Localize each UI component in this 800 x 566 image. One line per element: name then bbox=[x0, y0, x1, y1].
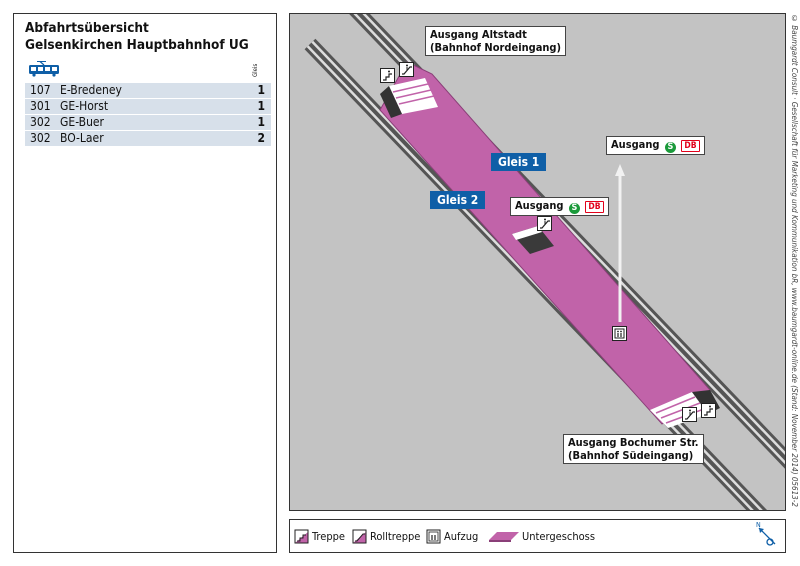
legend: Treppe Rolltreppe Aufzug Untergeschoss N bbox=[289, 519, 786, 553]
title-line-1: Abfahrtsübersicht bbox=[25, 20, 149, 36]
departure-table: 107 E-Bredeney 1 301 GE-Horst 1 302 GE-B… bbox=[25, 82, 271, 147]
exit-label: Ausgang bbox=[515, 199, 564, 212]
table-row: 301 GE-Horst 1 bbox=[25, 99, 271, 114]
escalator-icon bbox=[537, 216, 552, 231]
legend-underground: Untergeschoss bbox=[489, 529, 595, 544]
platform-number: 1 bbox=[249, 115, 271, 130]
line-number: 107 bbox=[25, 83, 56, 98]
exit-db-east-callout: Ausgang S DB bbox=[606, 136, 705, 155]
exit-south-line1: Ausgang Bochumer Str. bbox=[568, 436, 699, 449]
db-logo-icon: DB bbox=[681, 140, 700, 152]
table-row: 302 BO-Laer 2 bbox=[25, 131, 271, 146]
north-stairs bbox=[380, 78, 438, 118]
platform-number: 1 bbox=[249, 83, 271, 98]
stairs-icon bbox=[380, 68, 395, 83]
title-line-2: Gelsenkirchen Hauptbahnhof UG bbox=[25, 37, 249, 53]
legend-underground-label: Untergeschoss bbox=[522, 530, 595, 543]
north-arrow-icon bbox=[758, 527, 776, 546]
legend-elevator: Aufzug bbox=[426, 529, 478, 544]
s-bahn-icon: S bbox=[664, 142, 676, 153]
line-number: 302 bbox=[25, 115, 56, 130]
legend-escalator-label: Rolltreppe bbox=[370, 530, 421, 543]
gleis-column-header: Gleis bbox=[252, 63, 259, 77]
station-map: Ausgang Altstadt (Bahnhof Nordeingang) A… bbox=[289, 13, 786, 511]
gleis-1-badge: Gleis 1 bbox=[491, 153, 547, 171]
elevator-icon bbox=[426, 529, 441, 544]
exit-south-callout: Ausgang Bochumer Str. (Bahnhof Südeingan… bbox=[563, 434, 704, 464]
destination: E-Bredeney bbox=[56, 83, 249, 98]
destination: GE-Buer bbox=[56, 115, 249, 130]
exit-north-callout: Ausgang Altstadt (Bahnhof Nordeingang) bbox=[425, 26, 567, 56]
line-number: 302 bbox=[25, 131, 56, 146]
legend-elevator-label: Aufzug bbox=[444, 530, 479, 543]
table-row: 107 E-Bredeney 1 bbox=[25, 83, 271, 98]
table-row: 302 GE-Buer 1 bbox=[25, 115, 271, 130]
s-bahn-icon: S bbox=[568, 203, 580, 214]
platform-number: 2 bbox=[249, 131, 271, 146]
db-logo-icon: DB bbox=[585, 201, 604, 213]
copyright-credit: © Baumgardt Consult · Gesellschaft für M… bbox=[790, 14, 799, 507]
north-letter: N bbox=[756, 521, 761, 529]
elevator-icon bbox=[612, 326, 627, 341]
exit-north-line1: Ausgang Altstadt bbox=[430, 28, 527, 41]
legend-escalator: Rolltreppe bbox=[352, 529, 420, 544]
station-map-drawing bbox=[304, 14, 785, 510]
destination: BO-Laer bbox=[56, 131, 249, 146]
exit-south-line2: (Bahnhof Südeingang) bbox=[568, 449, 694, 462]
underground-swatch-icon bbox=[489, 532, 519, 542]
exit-north-line2: (Bahnhof Nordeingang) bbox=[430, 41, 562, 54]
stairs-icon bbox=[294, 529, 309, 544]
line-number: 301 bbox=[25, 99, 56, 114]
escalator-icon bbox=[352, 529, 367, 544]
legend-stairs: Treppe bbox=[294, 529, 345, 544]
exit-db-center-callout: Ausgang S DB bbox=[510, 197, 609, 216]
escalator-icon bbox=[682, 407, 697, 422]
legend-stairs-label: Treppe bbox=[312, 530, 345, 543]
exit-arrow bbox=[615, 164, 625, 322]
stairs-icon bbox=[701, 403, 716, 418]
gleis-2-badge: Gleis 2 bbox=[430, 191, 486, 209]
exit-label: Ausgang bbox=[611, 138, 660, 151]
platform-number: 1 bbox=[249, 99, 271, 114]
center-exit-edge bbox=[512, 226, 542, 240]
escalator-icon bbox=[399, 62, 414, 77]
tram-icon bbox=[29, 61, 59, 77]
departure-panel: Abfahrtsübersicht Gelsenkirchen Hauptbah… bbox=[13, 13, 277, 553]
panel-title: Abfahrtsübersicht Gelsenkirchen Hauptbah… bbox=[25, 20, 249, 54]
destination: GE-Horst bbox=[56, 99, 249, 114]
